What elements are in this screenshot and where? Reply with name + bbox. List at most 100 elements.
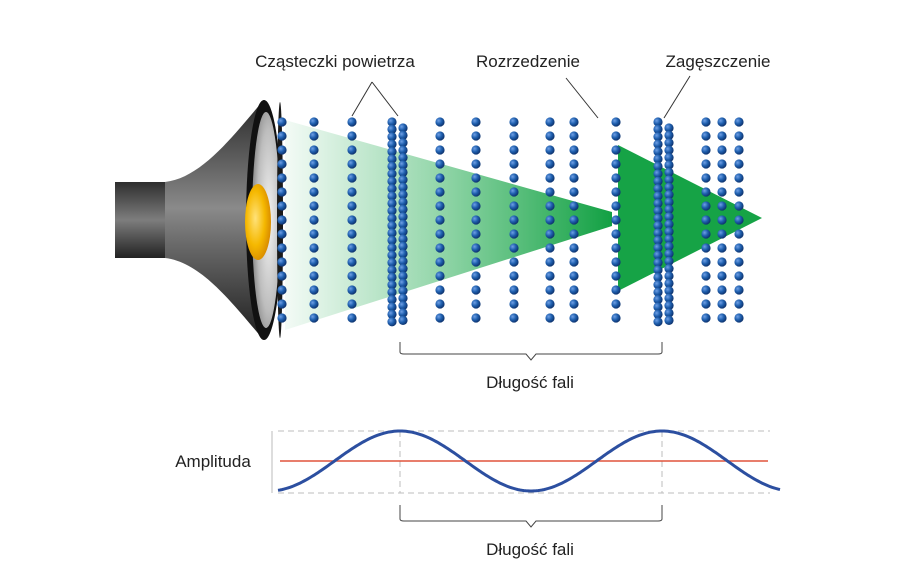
air-particle — [435, 131, 445, 141]
air-particle — [398, 219, 408, 229]
air-particle — [653, 198, 663, 208]
air-particle — [545, 173, 555, 183]
air-particle — [664, 271, 674, 281]
air-particle — [347, 271, 357, 281]
air-particle — [664, 264, 674, 274]
amplitude-graph — [271, 429, 781, 494]
air-particle — [398, 175, 408, 185]
air-particle — [277, 117, 287, 127]
air-particle — [569, 173, 579, 183]
air-particle — [664, 227, 674, 237]
air-particle — [347, 145, 357, 155]
air-particle — [387, 154, 397, 164]
air-particle — [347, 131, 357, 141]
air-particle — [664, 293, 674, 303]
air-particle — [347, 187, 357, 197]
air-particle — [717, 313, 727, 323]
leader-rarefaction — [565, 77, 599, 119]
air-particle — [387, 287, 397, 297]
air-particle — [435, 299, 445, 309]
air-particle — [717, 145, 727, 155]
air-particle — [435, 229, 445, 239]
air-particle — [734, 271, 744, 281]
air-particle — [387, 250, 397, 260]
air-particle — [309, 299, 319, 309]
air-particle — [734, 243, 744, 253]
wavelength-bracket-top — [399, 342, 663, 361]
air-particle — [653, 169, 663, 179]
air-particle — [471, 173, 481, 183]
speaker-icon — [115, 100, 283, 340]
air-particle — [471, 229, 481, 239]
label-compression: Zagęszczenie — [666, 52, 771, 71]
air-particle — [569, 243, 579, 253]
air-particle — [664, 182, 674, 192]
air-particle — [471, 299, 481, 309]
air-particle — [435, 285, 445, 295]
air-particle — [509, 243, 519, 253]
air-particle — [398, 264, 408, 274]
air-particle — [387, 169, 397, 179]
air-particle — [569, 215, 579, 225]
air-particle — [435, 215, 445, 225]
air-particle — [701, 201, 711, 211]
air-particle — [387, 198, 397, 208]
air-particle — [387, 280, 397, 290]
air-particle — [471, 285, 481, 295]
air-particle — [277, 201, 287, 211]
air-particle — [387, 139, 397, 149]
air-particle — [509, 215, 519, 225]
air-particle — [309, 313, 319, 323]
air-particle — [309, 117, 319, 127]
air-particle — [398, 271, 408, 281]
air-particle — [387, 213, 397, 223]
air-particle — [509, 187, 519, 197]
air-particle — [569, 201, 579, 211]
air-particle — [653, 221, 663, 231]
air-particle — [471, 201, 481, 211]
air-particle — [653, 117, 663, 127]
air-particle — [545, 257, 555, 267]
air-particle — [611, 215, 621, 225]
air-particle — [611, 313, 621, 323]
air-particle — [309, 257, 319, 267]
air-particle — [653, 295, 663, 305]
air-particle — [387, 206, 397, 216]
air-particle — [509, 229, 519, 239]
air-particle — [347, 313, 357, 323]
air-particle — [611, 271, 621, 281]
air-particle — [664, 212, 674, 222]
air-particle — [569, 159, 579, 169]
air-particle — [509, 201, 519, 211]
air-particle — [309, 159, 319, 169]
air-particle — [611, 257, 621, 267]
air-particle — [545, 145, 555, 155]
air-particle — [664, 241, 674, 251]
air-particle — [717, 159, 727, 169]
air-particle — [664, 249, 674, 259]
air-particle — [509, 313, 519, 323]
air-particle — [435, 257, 445, 267]
air-particle — [277, 215, 287, 225]
air-particle — [664, 160, 674, 170]
label-amplitude: Amplituda — [175, 452, 251, 471]
air-particle — [387, 117, 397, 127]
air-particle — [398, 160, 408, 170]
air-particle — [471, 271, 481, 281]
air-particle — [734, 117, 744, 127]
air-particle — [387, 191, 397, 201]
air-particle — [545, 201, 555, 211]
air-particle — [717, 243, 727, 253]
air-particle — [387, 184, 397, 194]
air-particle — [701, 313, 711, 323]
air-particle — [277, 229, 287, 239]
air-particle — [545, 313, 555, 323]
air-particle — [653, 139, 663, 149]
air-particle — [717, 257, 727, 267]
leader-particles-a — [351, 81, 373, 117]
air-particle — [611, 117, 621, 127]
air-particle — [387, 295, 397, 305]
air-particle — [734, 201, 744, 211]
air-particle — [611, 159, 621, 169]
